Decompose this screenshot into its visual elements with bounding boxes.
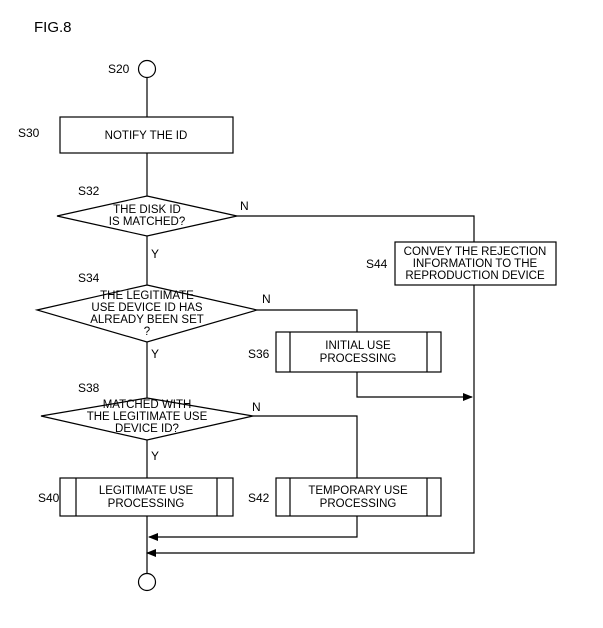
decision-text: MATCHED WITH <box>103 399 192 411</box>
step-id-s20: S20 <box>108 62 130 76</box>
process-text: PROCESSING <box>320 353 397 365</box>
step-id-s30: S30 <box>18 126 40 140</box>
subprocess-initial-use <box>275 331 442 373</box>
end-terminal <box>137 572 157 592</box>
branch-no-label: N <box>252 400 261 414</box>
branch-no-label: N <box>262 292 271 306</box>
step-id-s34: S34 <box>78 271 100 285</box>
decision-text: ? <box>144 326 150 338</box>
connector-no-to-rejection <box>237 215 475 242</box>
process-text: CONVEY THE REJECTION <box>404 246 547 258</box>
step-id-s42: S42 <box>248 491 270 505</box>
process-text: REPRODUCTION DEVICE <box>405 270 545 282</box>
process-text: INITIAL USE <box>325 340 391 352</box>
step-id-s44: S44 <box>366 257 388 271</box>
step-id-s40: S40 <box>38 491 60 505</box>
connector-temporary-use-to-end <box>148 516 358 541</box>
decision-text: ALREADY BEEN SET <box>90 314 204 326</box>
connector-no-to-initial-use <box>257 309 358 332</box>
process-text: LEGITIMATE USE <box>99 485 194 497</box>
subprocess-temporary-use <box>275 477 442 517</box>
decision-text: IS MATCHED? <box>109 216 185 228</box>
branch-yes-label: Y <box>151 247 159 261</box>
process-box-convey-rejection <box>394 241 557 286</box>
step-id-s36: S36 <box>248 347 270 361</box>
process-text: PROCESSING <box>320 498 397 510</box>
decision-text: THE DISK ID <box>113 204 181 216</box>
decision-text: THE LEGITIMATE <box>100 290 194 302</box>
step-id-s38: S38 <box>78 381 100 395</box>
start-terminal <box>137 59 157 79</box>
decision-text: USE DEVICE ID HAS <box>91 302 203 314</box>
process-text: INFORMATION TO THE <box>413 258 538 270</box>
process-text: NOTIFY THE ID <box>105 130 188 142</box>
process-text: PROCESSING <box>108 498 185 510</box>
connector-no-to-temporary-use <box>253 415 358 478</box>
process-text: TEMPORARY USE <box>308 485 408 497</box>
decision-text: THE LEGITIMATE USE <box>87 411 208 423</box>
branch-yes-label: Y <box>151 347 159 361</box>
subprocess-legitimate-use <box>59 477 234 517</box>
step-id-s32: S32 <box>78 184 100 198</box>
connector-rejection-to-end <box>146 285 475 557</box>
branch-yes-label: Y <box>151 449 159 463</box>
figure-label: FIG.8 <box>34 19 72 36</box>
branch-no-label: N <box>240 199 249 213</box>
connector-initial-use-to-rejection-line <box>356 372 473 401</box>
decision-text: DEVICE ID? <box>115 423 179 435</box>
